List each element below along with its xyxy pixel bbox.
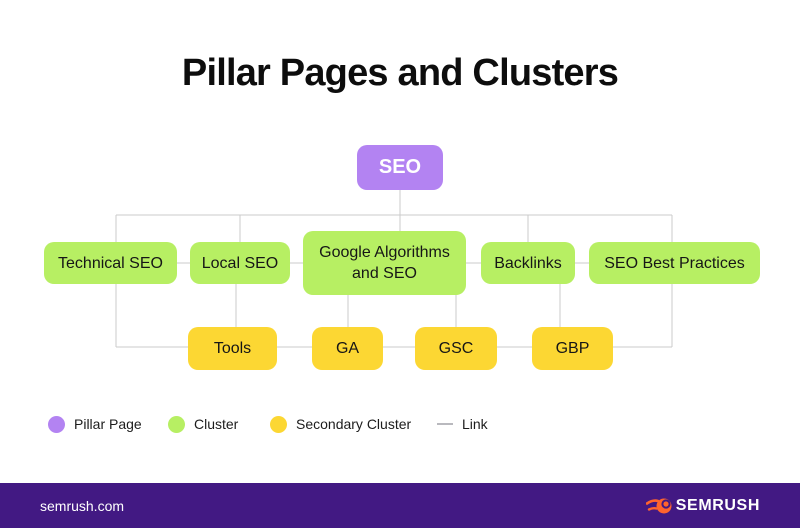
semrush-logo: SEMRUSH	[645, 496, 760, 516]
cluster-swatch-icon	[168, 415, 185, 433]
link-line-icon	[437, 423, 453, 425]
legend-label: Secondary Cluster	[296, 416, 412, 432]
legend-item-link: Link	[437, 412, 488, 436]
legend-label: Cluster	[194, 416, 239, 432]
legend-item-pillar-page: Pillar Page	[48, 412, 142, 436]
secondary-cluster-swatch-icon	[270, 415, 287, 433]
node-technical-seo: Technical SEO	[44, 242, 177, 284]
page-title: Pillar Pages and Clusters	[181, 52, 619, 94]
node-tools: Tools	[188, 327, 277, 370]
node-gsc: GSC	[415, 327, 497, 370]
node-local-seo: Local SEO	[190, 242, 290, 284]
legend-item-cluster: Cluster	[168, 412, 238, 436]
node-seo-best-practices: SEO Best Practices	[589, 242, 760, 284]
semrush-comet-icon	[645, 498, 672, 513]
node-gbp: GBP	[532, 327, 613, 370]
legend-item-secondary-cluster: Secondary Cluster	[270, 412, 411, 436]
semrush-logo-text: SEMRUSH	[675, 496, 760, 514]
legend: Pillar Page Cluster Secondary Cluster Li…	[0, 412, 800, 436]
node-google-algorithms: Google Algorithms and SEO	[303, 231, 466, 295]
node-backlinks: Backlinks	[481, 242, 575, 284]
legend-label: Link	[462, 416, 488, 432]
pillar-page-swatch-icon	[48, 415, 65, 433]
node-seo: SEO	[357, 145, 443, 190]
node-ga: GA	[312, 327, 383, 370]
footer-website-text: semrush.com	[40, 497, 125, 514]
legend-label: Pillar Page	[74, 416, 142, 432]
footer-bar: semrush.com SEMRUSH	[0, 483, 800, 528]
